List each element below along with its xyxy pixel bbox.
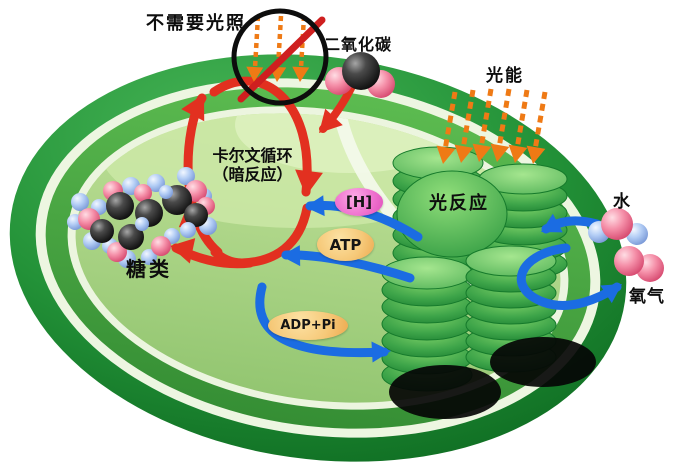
light-reaction-label: 光反应: [429, 193, 489, 214]
co2-label: 二氧化碳: [324, 35, 393, 54]
no-light-icon: [231, 8, 329, 106]
granum-stack-front-left: [381, 256, 473, 392]
water-label: 水: [613, 192, 630, 212]
no-light-label: 不需要光照: [146, 13, 246, 34]
light-energy-label: 光能: [486, 66, 524, 86]
calvin-cycle-label-line1: 卡尔文循环: [212, 146, 293, 165]
adp-return-arrow: [255, 282, 391, 363]
co2-molecule: [325, 52, 395, 98]
sugar-molecule: [67, 167, 217, 268]
oxygen-label: 氧气: [629, 287, 665, 307]
light-energy-arrows-icon: [436, 88, 548, 164]
grana-shadows: [389, 337, 596, 419]
grana-stacks: [381, 146, 596, 419]
h-carrier-badge: [H]: [335, 188, 383, 216]
oxygen-molecule: [614, 246, 664, 282]
slash-line: [237, 16, 326, 103]
water-molecule: [588, 208, 648, 245]
calvin-cycle-label: 卡尔文循环 （暗反应）: [185, 146, 320, 184]
calvin-cycle-label-line2: （暗反应）: [212, 165, 293, 184]
atp-badge: ATP: [317, 228, 374, 261]
oxygen-output-arrow: [516, 243, 622, 310]
granum-shadow: [389, 365, 501, 419]
water-input-arrow: [541, 213, 602, 234]
granum-shadow: [490, 337, 596, 387]
sugar-label: 糖类: [126, 257, 172, 281]
light-reaction-granum-face: [396, 170, 508, 258]
adp-pi-badge: ADP+Pi: [268, 311, 348, 340]
